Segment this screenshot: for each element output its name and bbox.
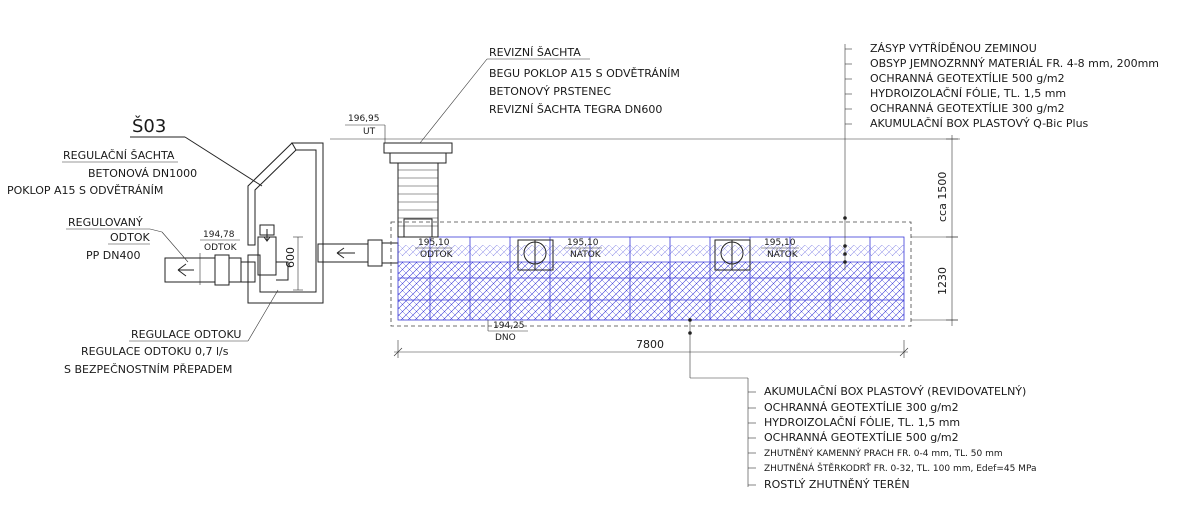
inflow-level-2: 195,10 NÁTOK xyxy=(564,238,602,260)
inspection-openings xyxy=(517,239,751,271)
top-layer-3: OCHRANNÁ GEOTEXTÍLIE 500 g/m2 xyxy=(870,72,1065,85)
inflow-level-1-label: ODTOK xyxy=(420,250,454,260)
top-layer-5: OCHRANNÁ GEOTEXTÍLIE 300 g/m2 xyxy=(870,102,1065,115)
bottom-layer-2: OCHRANNÁ GEOTEXTÍLIE 300 g/m2 xyxy=(764,401,959,414)
regulator-height-dimension: 600 xyxy=(284,247,297,268)
inflow-level-2-label: NÁTOK xyxy=(570,248,602,260)
terrain-level-value: 196,95 xyxy=(348,114,380,124)
inspection-shaft-callout: REVIZNÍ ŠACHTA BEGU POKLOP A15 S ODVĚTRÁ… xyxy=(419,46,680,144)
top-layer-6: AKUMULAČNÍ BOX PLASTOVÝ Q-Bic Plus xyxy=(870,117,1089,130)
bottom-layer-5: ZHUTNĚNÝ KAMENNÝ PRACH FR. 0-4 mm, TL. 5… xyxy=(764,447,1003,459)
regulated-outflow-title-2: ODTOK xyxy=(110,231,151,244)
regulated-outflow-callout: REGULOVANÝ ODTOK PP DN400 xyxy=(66,216,163,262)
box-height-dimension: 1230 xyxy=(936,267,949,295)
outflow-level-label: ODTOK xyxy=(204,243,238,253)
flow-regulation-line-2: S BEZPEČNOSTNÍM PŘEPADEM xyxy=(64,363,232,376)
cover-depth-dimension: cca 1500 xyxy=(936,172,949,222)
inflow-level-3-label: NÁTOK xyxy=(767,248,799,260)
connection-pipe xyxy=(317,239,399,267)
inflow-level-3-value: 195,10 xyxy=(764,238,796,248)
shaft-label: Š03 xyxy=(132,115,166,137)
top-layer-1: ZÁSYP VYTŘÍDĚNOU ZEMINOU xyxy=(870,42,1037,55)
regulation-shaft-line-1: BETONOVÁ DN1000 xyxy=(88,167,197,180)
top-layer-4: HYDROIZOLAČNÍ FÓLIE, TL. 1,5 mm xyxy=(870,87,1066,100)
bottom-level-label: DNO xyxy=(495,333,516,343)
terrain-level-group: 196,95 UT xyxy=(345,114,386,143)
regulation-shaft-title: REGULAČNÍ ŠACHTA xyxy=(63,149,175,162)
flow-regulation-callout: REGULACE ODTOKU REGULACE ODTOKU 0,7 l/s … xyxy=(64,289,279,376)
top-layers-legend: ZÁSYP VYTŘÍDĚNOU ZEMINOU OBSYP JEMNOZRNN… xyxy=(843,42,1159,270)
inspection-shaft-line-2: BETONOVÝ PRSTENEC xyxy=(489,85,611,98)
regulated-outflow-pipe: PP DN400 xyxy=(86,249,140,262)
inspection-shaft xyxy=(383,142,453,238)
tank-upper-hatch xyxy=(398,245,904,256)
outflow-pipe xyxy=(161,231,256,286)
inflow-level-3: 195,10 NÁTOK xyxy=(761,238,799,260)
inflow-level-2-value: 195,10 xyxy=(567,238,599,248)
bottom-layer-6: ZHUTNĚNÁ ŠTĚRKODRŤ FR. 0-32, TL. 100 mm,… xyxy=(764,462,1037,474)
bottom-layer-1: AKUMULAČNÍ BOX PLASTOVÝ (REVIDOVATELNÝ) xyxy=(764,385,1026,398)
box-columns xyxy=(429,237,871,320)
regulation-shaft-line-2: POKLOP A15 S ODVĚTRÁNÍM xyxy=(7,184,163,197)
tank-lower-hatch xyxy=(398,262,904,320)
regulation-shaft xyxy=(247,142,324,304)
top-layer-2: OBSYP JEMNOZRNNÝ MATERIÁL FR. 4-8 mm, 20… xyxy=(870,57,1159,70)
regulated-outflow-title-1: REGULOVANÝ xyxy=(68,216,143,229)
tank-outline xyxy=(390,221,912,327)
inspection-shaft-title: REVIZNÍ ŠACHTA xyxy=(489,46,581,59)
inflow-level-1-value: 195,10 xyxy=(418,238,450,248)
outflow-level-group: 194,78 ODTOK xyxy=(199,230,240,285)
vertical-dimensions xyxy=(911,135,958,326)
inflow-level-1: 195,10 ODTOK xyxy=(415,238,454,260)
bottom-layer-3: HYDROIZOLAČNÍ FÓLIE, TL. 1,5 mm xyxy=(764,416,960,429)
flow-regulation-line-1: REGULACE ODTOKU 0,7 l/s xyxy=(81,345,229,358)
bottom-layers-legend: AKUMULAČNÍ BOX PLASTOVÝ (REVIDOVATELNÝ) … xyxy=(688,318,1037,491)
regulation-shaft-callout: REGULAČNÍ ŠACHTA BETONOVÁ DN1000 POKLOP … xyxy=(7,149,197,197)
length-dimension: 7800 xyxy=(393,338,909,358)
inspection-shaft-line-3: REVIZNÍ ŠACHTA TEGRA DN600 xyxy=(489,103,662,116)
accumulation-box xyxy=(397,236,905,321)
inspection-shaft-line-1: BEGU POKLOP A15 S ODVĚTRÁNÍM xyxy=(489,67,680,80)
shaft-label-group: Š03 xyxy=(130,115,263,187)
bottom-layer-4: OCHRANNÁ GEOTEXTÍLIE 500 g/m2 xyxy=(764,431,959,444)
flow-regulation-title: REGULACE ODTOKU xyxy=(131,328,241,341)
bottom-level-value: 194,25 xyxy=(493,321,525,331)
terrain-level-label: UT xyxy=(363,127,376,137)
length-dimension-value: 7800 xyxy=(636,338,664,351)
bottom-level-group: 194,25 DNO xyxy=(487,320,528,343)
outflow-level-value: 194,78 xyxy=(203,230,235,240)
bottom-layer-7: ROSTLÝ ZHUTNĚNÝ TERÉN xyxy=(764,478,910,491)
